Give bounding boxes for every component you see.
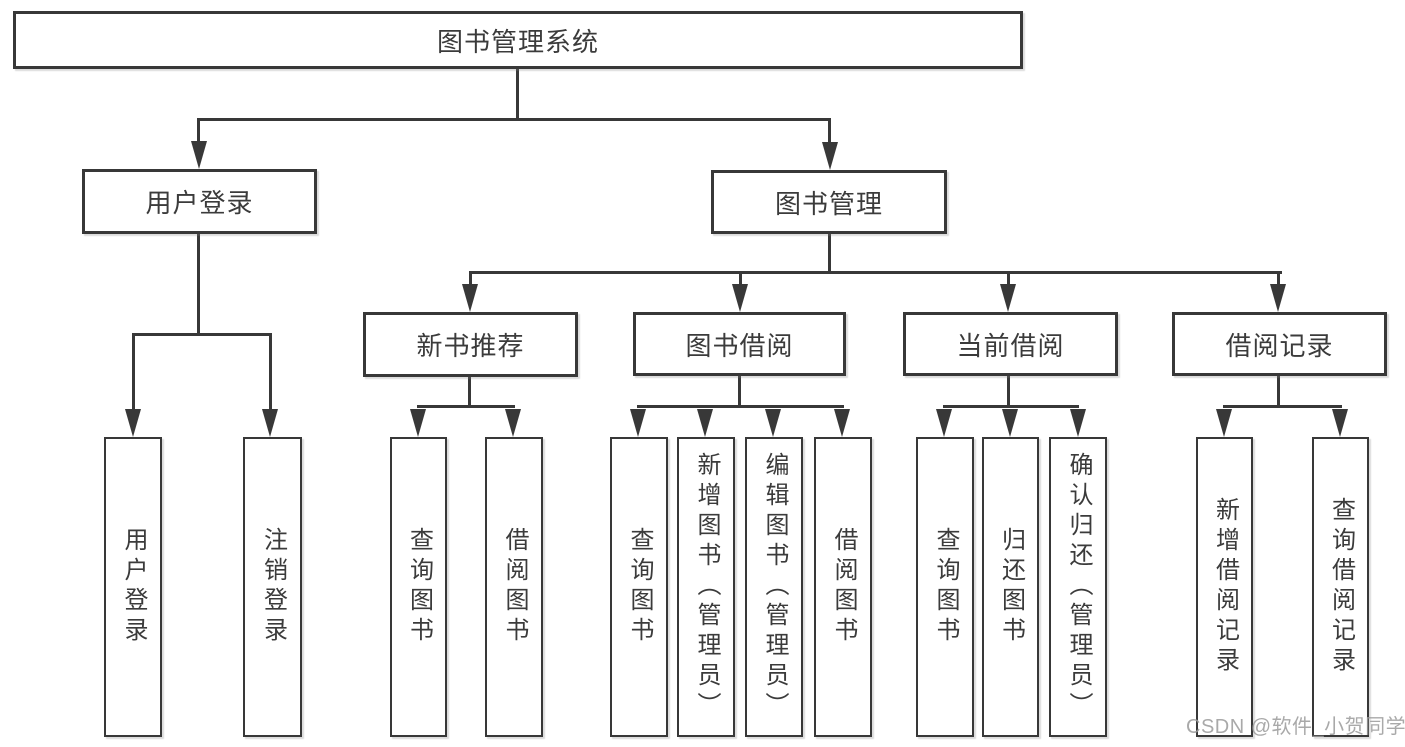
arrow-down-icon xyxy=(462,284,478,312)
arrow-down-icon xyxy=(697,409,713,437)
leaf-query-books-borrowing: 查询图书 xyxy=(610,437,668,737)
connector-new-book-vertical xyxy=(468,377,471,408)
connector-user-login-split xyxy=(133,333,272,336)
arrow-down-icon xyxy=(1270,284,1286,312)
connector-stub-book-management xyxy=(828,118,831,147)
arrow-down-icon xyxy=(1070,409,1086,437)
arrow-down-icon xyxy=(125,409,141,437)
arrow-down-icon xyxy=(1002,409,1018,437)
connector-new-book-split xyxy=(417,405,515,408)
leaf-borrow-books-borrowing: 借阅图书 xyxy=(814,437,872,737)
connector-book-mgmt-split xyxy=(470,271,1282,274)
connector-book-mgmt-vertical xyxy=(828,234,831,273)
connector-current-borrowing-vertical xyxy=(1007,376,1010,408)
connector-stub-user-login xyxy=(197,118,200,146)
leaf-user-login: 用户登录 xyxy=(104,437,162,737)
connector-user-login-vertical xyxy=(197,234,200,336)
node-borrowing-records: 借阅记录 xyxy=(1172,312,1387,376)
leaf-return-books: 归还图书 xyxy=(982,437,1039,737)
leaf-query-borrow-record: 查询借阅记录 xyxy=(1312,437,1369,737)
watermark: CSDN @软件_小贺同学 xyxy=(1186,716,1405,738)
connector-drop-logout xyxy=(269,333,272,411)
connector-book-borrowing-vertical xyxy=(738,376,741,408)
arrow-down-icon xyxy=(505,409,521,437)
connector-stub-new-book xyxy=(469,271,472,287)
leaf-query-books-recommend: 查询图书 xyxy=(390,437,447,737)
arrow-down-icon xyxy=(936,409,952,437)
node-book-management: 图书管理 xyxy=(711,170,947,234)
connector-stub-book-borrowing xyxy=(739,271,742,287)
connector-current-borrowing-split xyxy=(943,405,1079,408)
leaf-add-books-admin: 新增图书（管理员） xyxy=(677,437,735,737)
leaf-confirm-return-admin: 确认归还（管理员） xyxy=(1049,437,1107,737)
connector-stub-current-borrowing xyxy=(1007,271,1010,287)
leaf-logout: 注销登录 xyxy=(243,437,302,737)
node-user-login: 用户登录 xyxy=(82,169,317,234)
arrow-down-icon xyxy=(1332,409,1348,437)
arrow-down-icon xyxy=(262,409,278,437)
node-library-management-system: 图书管理系统 xyxy=(13,11,1023,69)
leaf-add-borrow-record: 新增借阅记录 xyxy=(1196,437,1253,737)
arrow-down-icon xyxy=(410,409,426,437)
arrow-down-icon xyxy=(765,409,781,437)
arrow-down-icon xyxy=(1216,409,1232,437)
leaf-edit-books-admin: 编辑图书（管理员） xyxy=(745,437,803,737)
arrow-down-icon xyxy=(191,141,207,169)
leaf-query-books-current: 查询图书 xyxy=(916,437,974,737)
arrow-down-icon xyxy=(834,409,850,437)
connector-stub-borrowing-records xyxy=(1277,271,1280,287)
connector-root-horizontal xyxy=(197,118,831,121)
arrow-down-icon xyxy=(1000,284,1016,312)
connector-borrowing-records-split xyxy=(1223,405,1342,408)
arrow-down-icon xyxy=(732,284,748,312)
arrow-down-icon xyxy=(822,142,838,170)
connector-borrowing-records-vertical xyxy=(1277,376,1280,408)
node-current-borrowing: 当前借阅 xyxy=(903,312,1118,376)
node-book-borrowing: 图书借阅 xyxy=(633,312,846,376)
connector-book-borrowing-split xyxy=(637,405,844,408)
leaf-borrow-books-recommend: 借阅图书 xyxy=(485,437,543,737)
connector-root-vertical xyxy=(516,69,519,121)
arrow-down-icon xyxy=(630,409,646,437)
node-new-book-recommend: 新书推荐 xyxy=(363,312,578,377)
connector-drop-login xyxy=(132,333,135,411)
